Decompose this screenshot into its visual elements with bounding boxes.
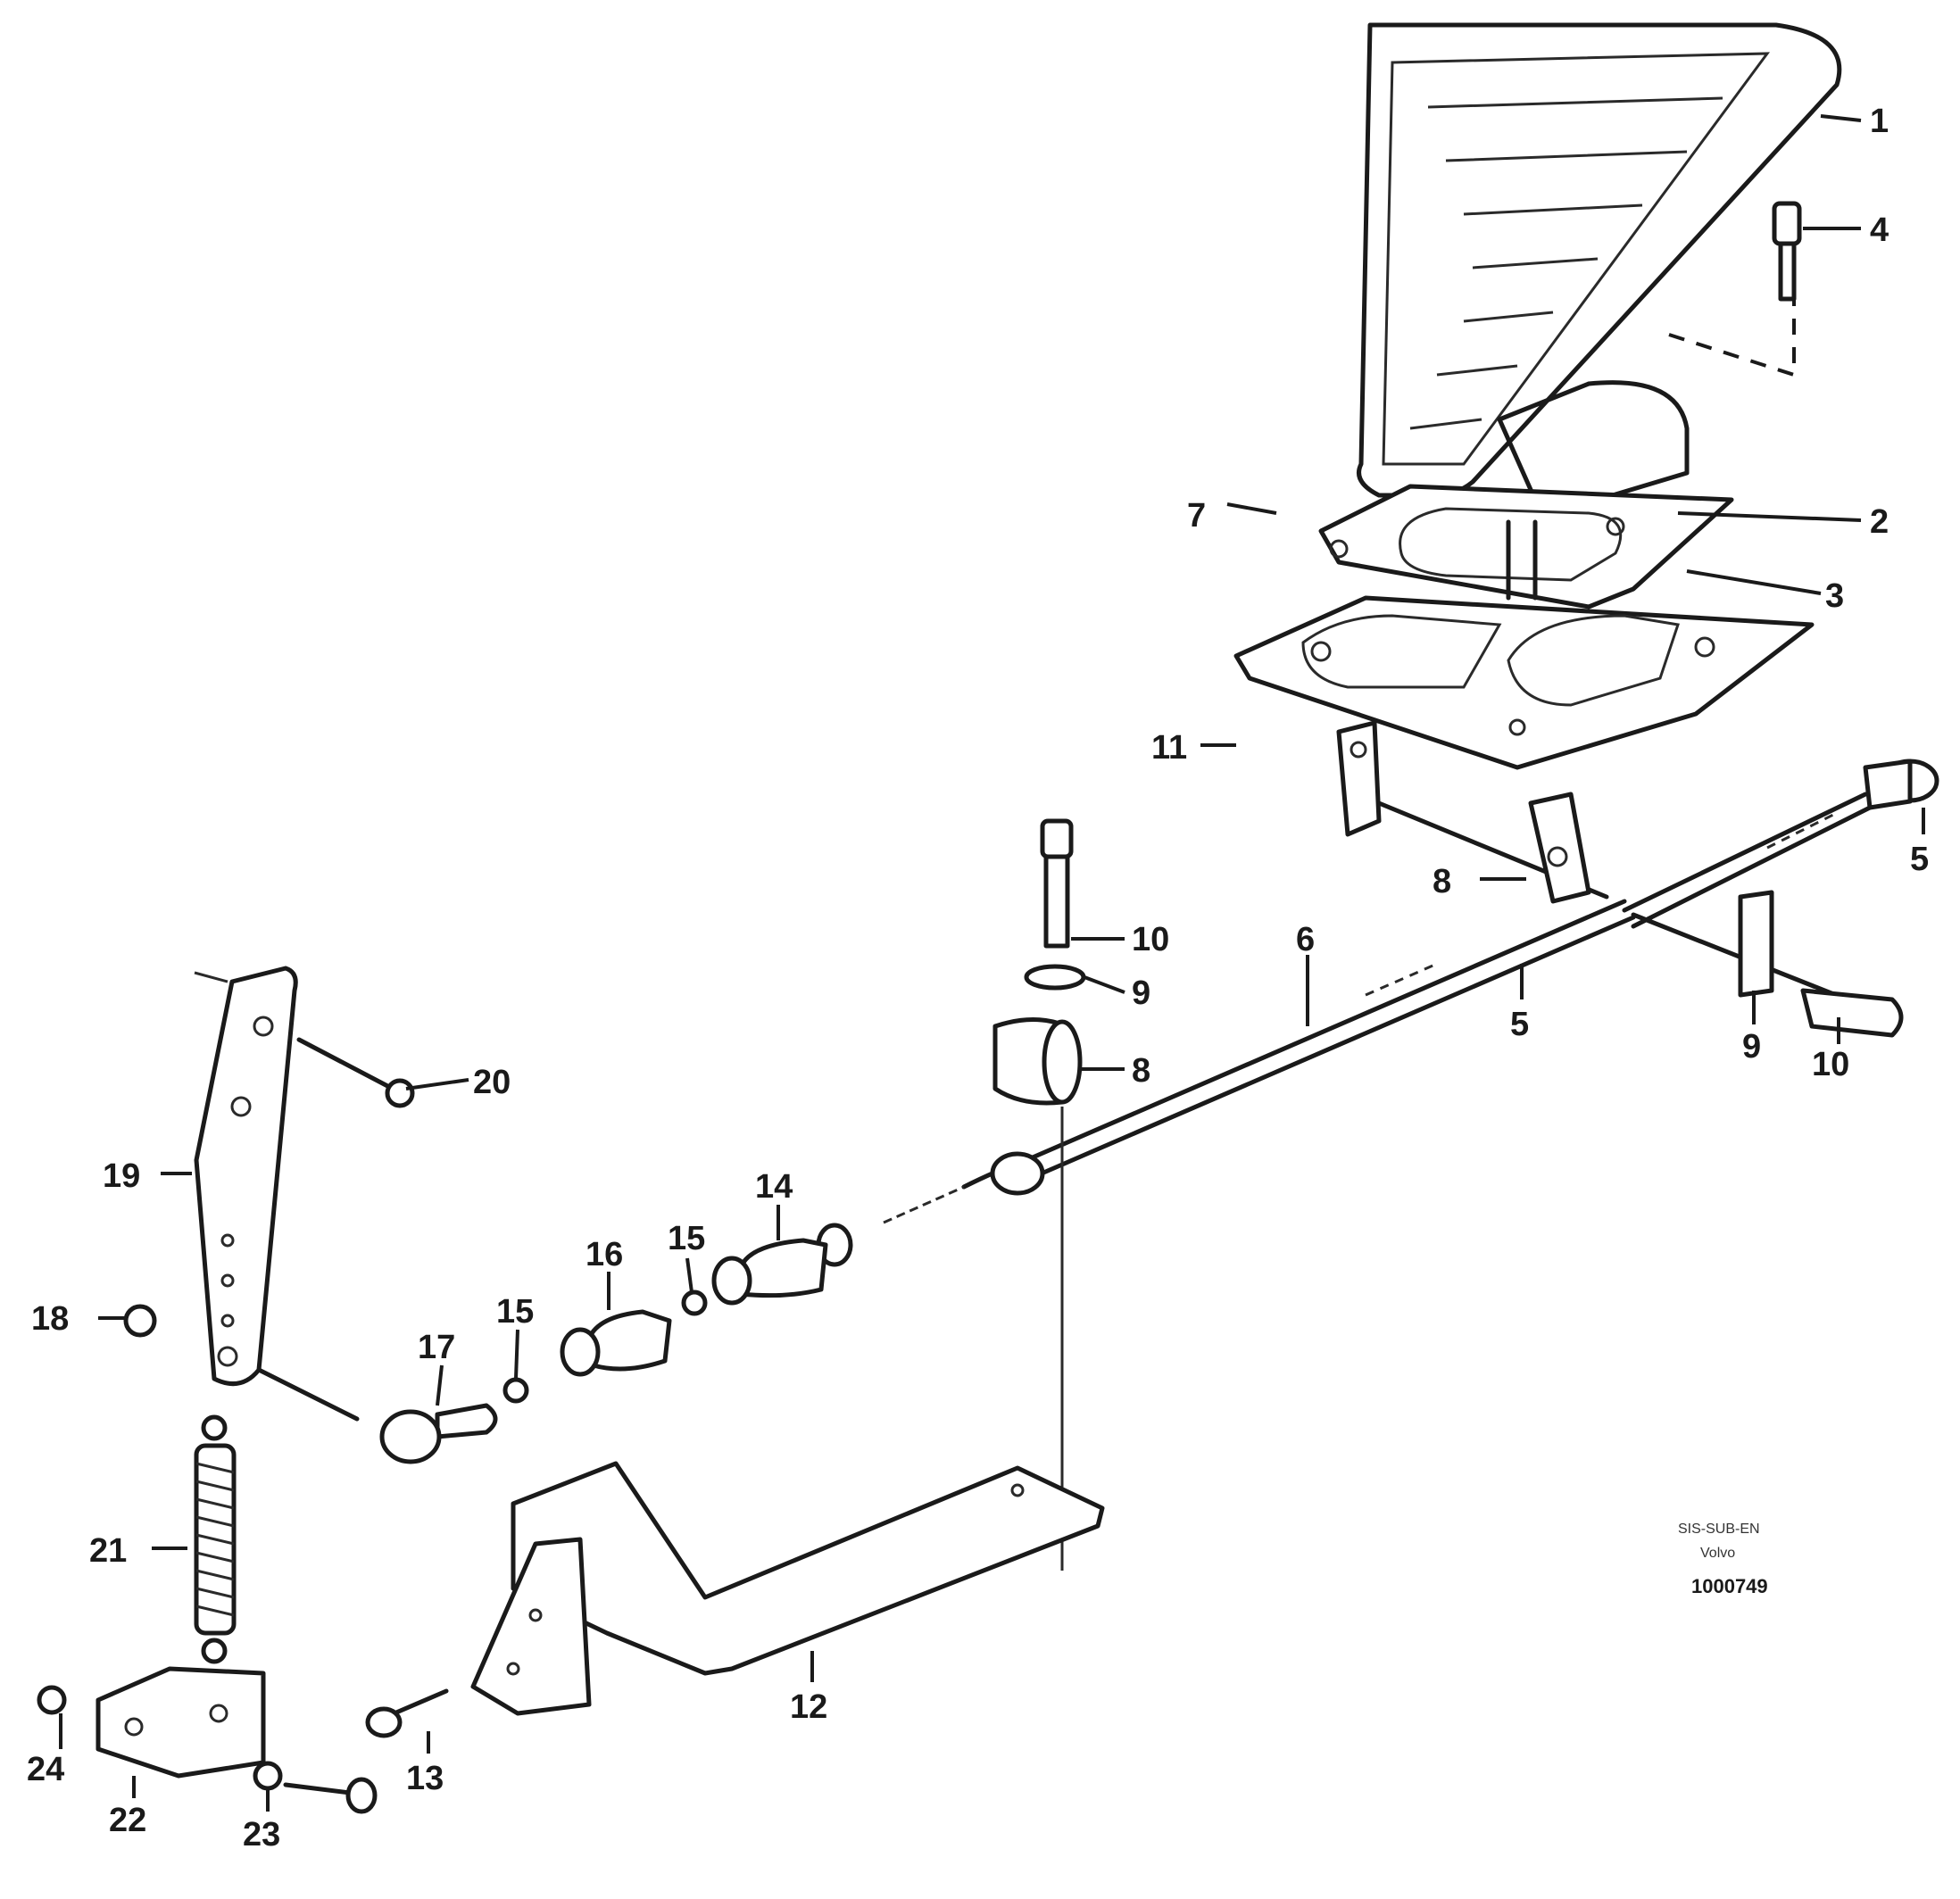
callout-5: 5	[1510, 1006, 1529, 1043]
callout-10-top: 10	[1132, 921, 1169, 958]
callout-22: 22	[109, 1802, 146, 1839]
callout-21: 21	[89, 1532, 127, 1570]
reference-id: 1000749	[1691, 1575, 1768, 1597]
callout-16: 16	[586, 1236, 623, 1273]
linkage-rod	[1024, 759, 1939, 1179]
reference-line-2: Volvo	[1700, 1546, 1735, 1561]
callout-13: 13	[406, 1760, 444, 1797]
spring-bracket-22	[37, 1666, 378, 1814]
callout-8-right: 8	[1433, 863, 1451, 900]
spring-21	[194, 1414, 237, 1664]
callouts: 1 4 2 3 7 11 8 5 10 9 8 6 5 9 10 20 19 1…	[27, 103, 1929, 1853]
callout-9: 9	[1742, 1028, 1761, 1066]
floor-bracket-12	[365, 1461, 1105, 1738]
callout-2: 2	[1870, 503, 1889, 541]
callout-7: 7	[1187, 497, 1206, 535]
callout-19: 19	[103, 1157, 140, 1195]
callout-12: 12	[790, 1688, 827, 1726]
callout-4: 4	[1870, 211, 1889, 249]
callout-9-top: 9	[1132, 974, 1150, 1012]
lever-bracket-19	[123, 966, 415, 1387]
callout-15-left: 15	[496, 1293, 534, 1331]
callout-6: 6	[1296, 921, 1315, 958]
callout-3: 3	[1825, 577, 1844, 615]
mounting-bracket	[1336, 720, 1609, 904]
pivot-bolt-assembly	[992, 818, 1086, 1571]
callout-10: 10	[1812, 1046, 1849, 1083]
callout-23: 23	[243, 1816, 280, 1853]
callout-14: 14	[755, 1168, 793, 1206]
pedal-pad	[1357, 22, 1842, 502]
callout-5-right: 5	[1910, 841, 1929, 878]
callout-11: 11	[1151, 729, 1187, 767]
callout-8: 8	[1132, 1052, 1150, 1090]
lever-arm	[1631, 890, 1904, 1038]
callout-18: 18	[31, 1300, 69, 1338]
upper-plate	[1318, 484, 1734, 610]
cable-assembly	[256, 1151, 1045, 1464]
callout-1: 1	[1870, 103, 1889, 140]
bolt-4	[1668, 201, 1802, 377]
reference-line-1: SIS-SUB-EN	[1678, 1522, 1760, 1537]
callout-24: 24	[27, 1751, 64, 1788]
callout-17: 17	[418, 1329, 455, 1366]
callout-20: 20	[473, 1064, 511, 1101]
base-plate	[1233, 595, 1815, 770]
callout-15: 15	[668, 1220, 705, 1257]
reference-block: SIS-SUB-EN Volvo 1000749	[1678, 1522, 1768, 1597]
leader-lines	[59, 114, 1925, 1812]
